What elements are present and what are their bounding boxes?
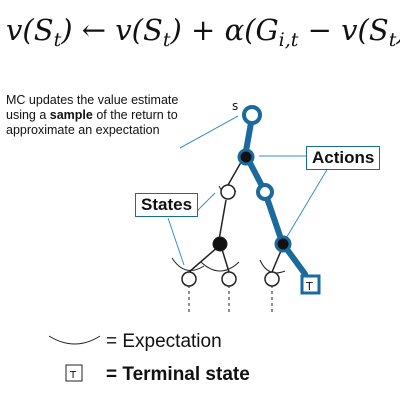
formula-arrow: ← bbox=[82, 13, 106, 47]
note-line-1: MC updates the value estimate bbox=[6, 93, 179, 107]
action-node-left bbox=[212, 236, 228, 252]
note-bold-sample: sample bbox=[49, 108, 93, 122]
states-callout-line-1 bbox=[195, 192, 216, 213]
actions-callout-line-2 bbox=[284, 167, 329, 241]
action-node-1 bbox=[237, 148, 255, 166]
legend-terminal-label: = Terminal state bbox=[106, 364, 250, 385]
legend-expectation-label: = Expectation bbox=[106, 331, 222, 352]
note-callout-line bbox=[179, 115, 239, 149]
sample-path bbox=[243, 120, 308, 277]
expectation-arc-mid bbox=[200, 261, 240, 272]
legend-expectation-arc bbox=[48, 335, 101, 345]
legend-terminal-box bbox=[65, 364, 83, 382]
actions-callout: Actions bbox=[306, 146, 381, 170]
legend-terminal-box-label: T bbox=[69, 370, 77, 381]
expectation-arc-left bbox=[171, 257, 205, 271]
note-line-2: using a sample of the return to bbox=[6, 108, 178, 122]
terminal-state-node bbox=[300, 274, 321, 295]
state-node-leaf-3 bbox=[264, 271, 280, 287]
value-update-formula: v(St) ← v(St) + α(Gi,t − v(St)) bbox=[6, 13, 400, 51]
action-node-sampled bbox=[274, 235, 292, 253]
formula-sub-t: t bbox=[54, 29, 62, 51]
state-node-sampled bbox=[256, 183, 274, 201]
callout-lines bbox=[167, 115, 329, 266]
mc-explanation-note: MC updates the value estimate using a sa… bbox=[6, 93, 226, 138]
state-node-left bbox=[220, 184, 236, 200]
formula-lhs: v(S bbox=[6, 13, 54, 47]
root-state-node bbox=[242, 105, 262, 125]
tree-dashes bbox=[188, 285, 273, 312]
tree-edges bbox=[188, 156, 284, 273]
terminal-node-label: T bbox=[305, 280, 313, 293]
states-callout-line-2 bbox=[167, 217, 185, 266]
root-label: s bbox=[232, 99, 238, 113]
states-callout: States bbox=[135, 193, 199, 217]
svg-text:v(St) ← v(St) + α(Gi,t: v(St) ← v(St) + α(Gi,t − v(St)) bbox=[6, 13, 400, 51]
state-node-leaf-2 bbox=[221, 271, 237, 287]
note-line-3: approximate an expectation bbox=[6, 123, 160, 137]
state-node-leaf-1 bbox=[181, 271, 197, 287]
